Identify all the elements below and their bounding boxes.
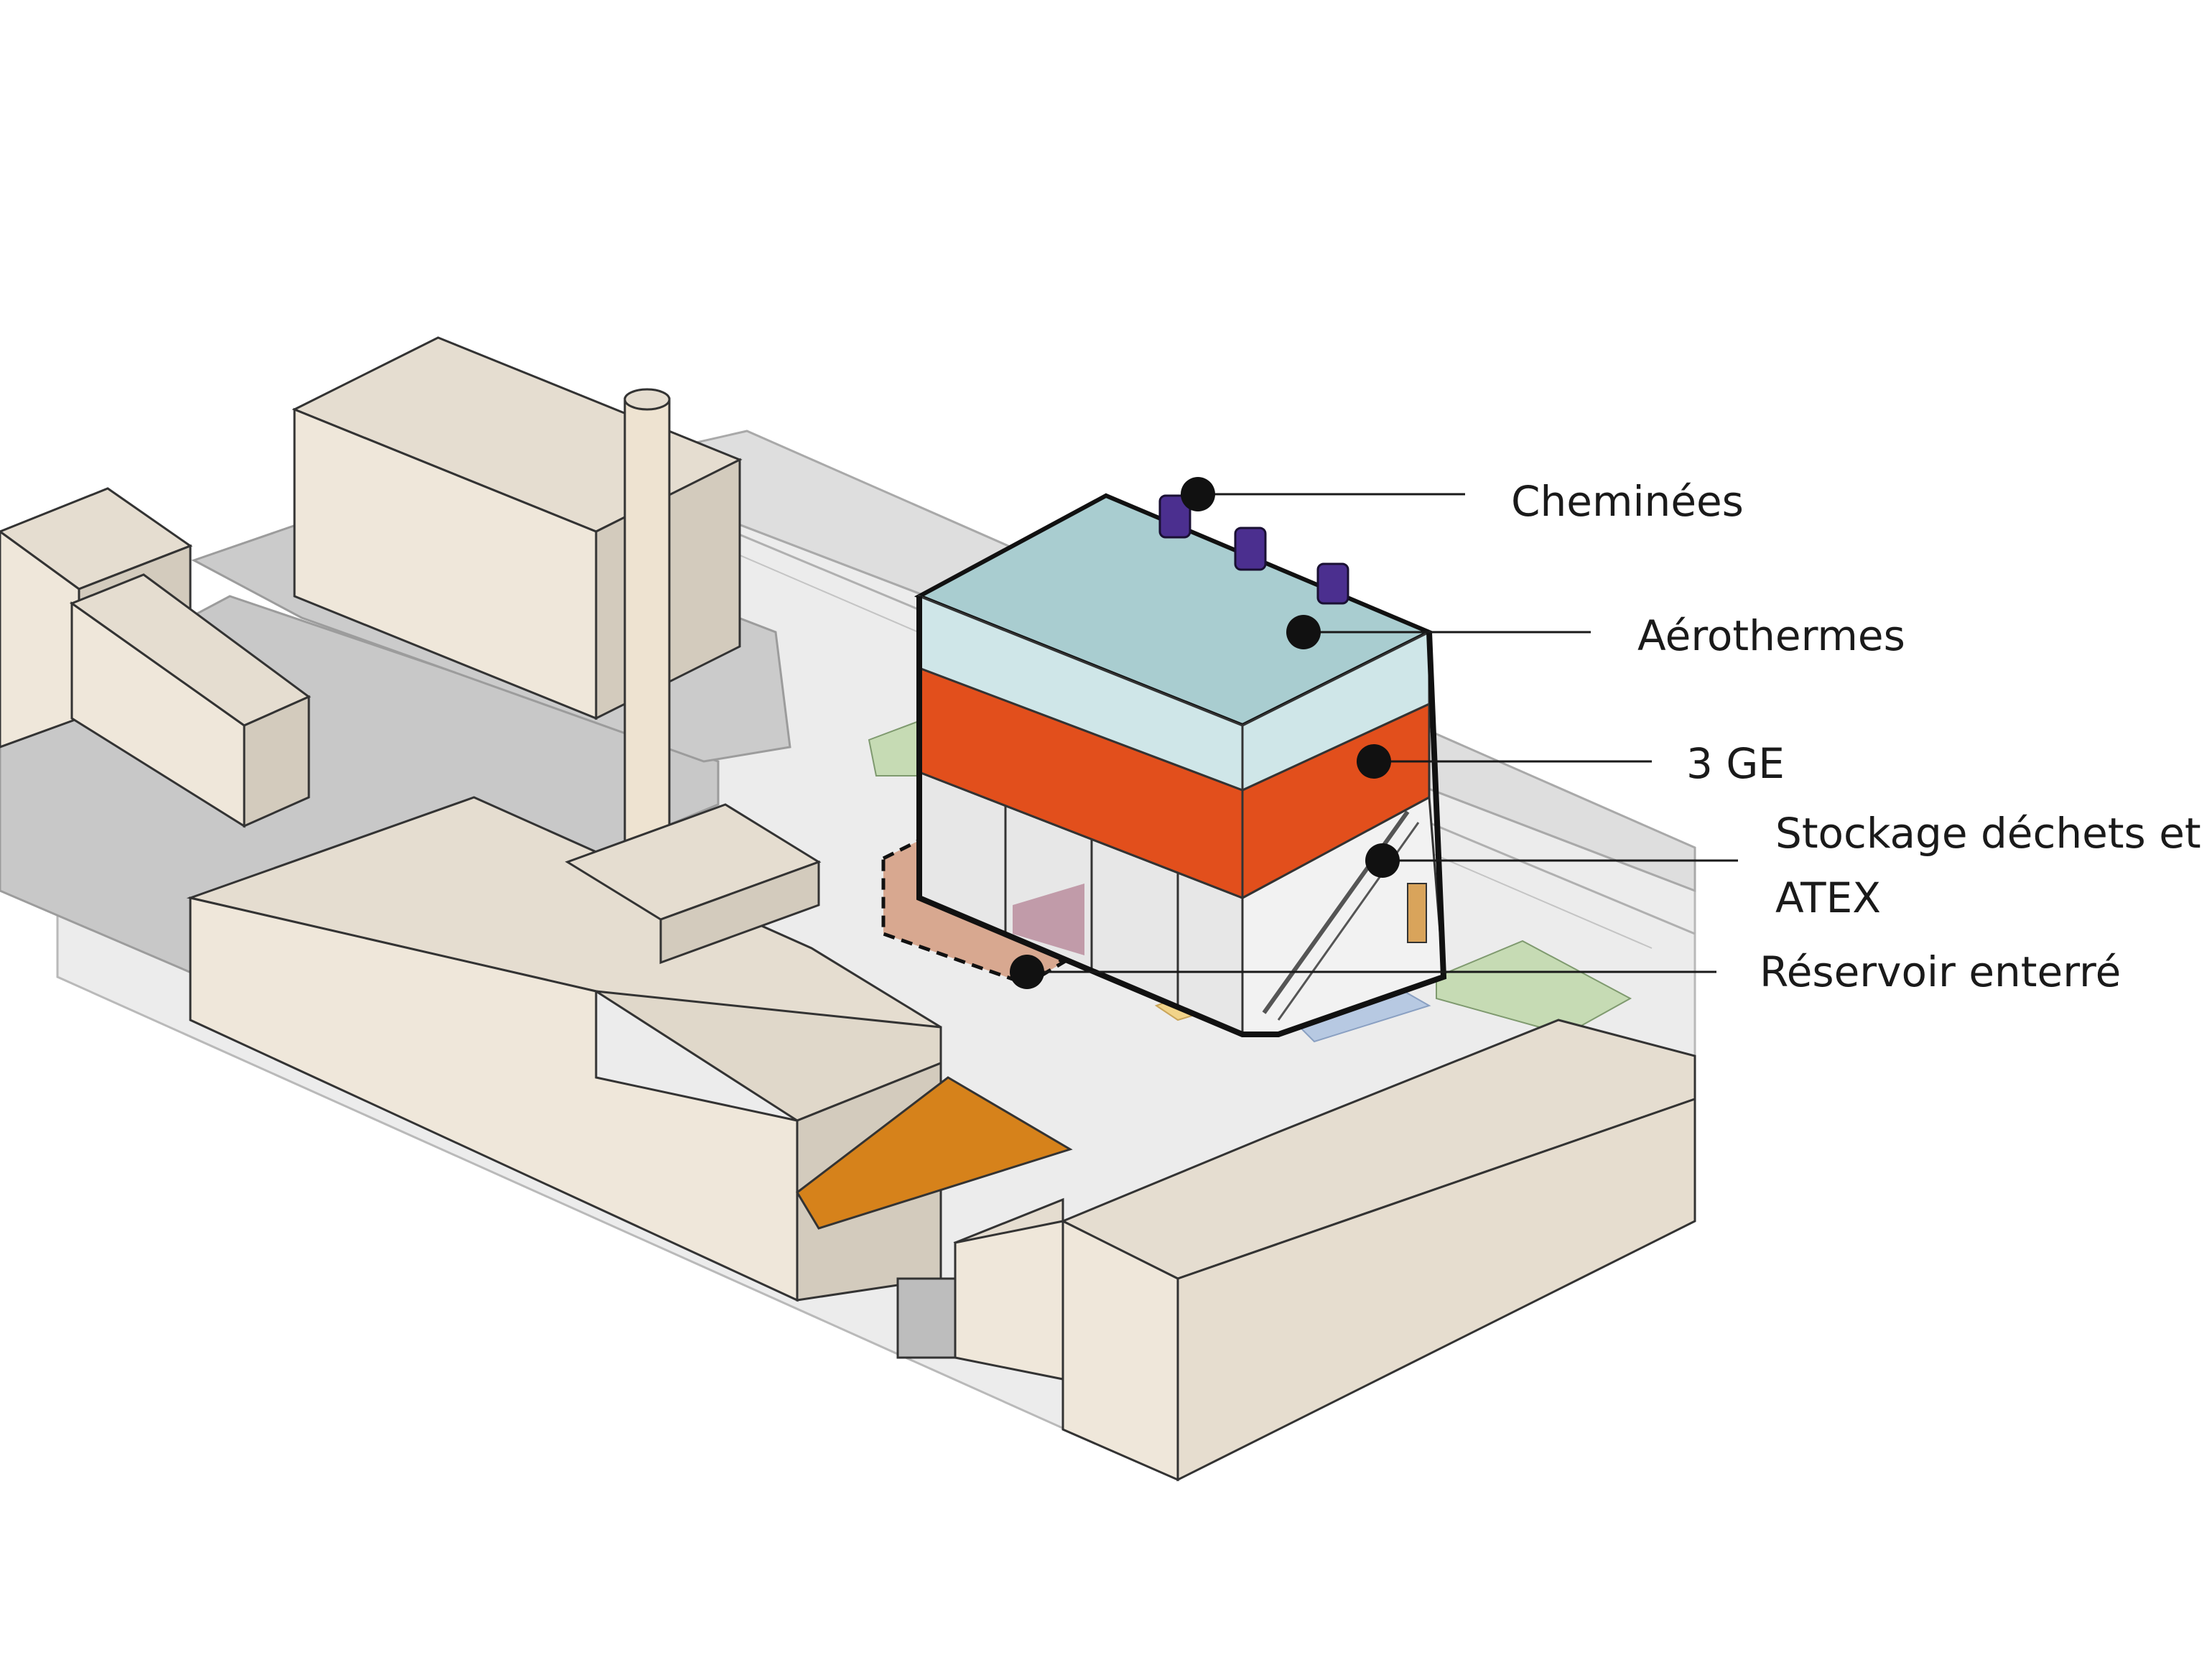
aerotherm-level-side: [1241, 630, 1431, 792]
marker-aerotherms: [1286, 615, 1321, 649]
side-door: [1407, 883, 1427, 943]
context-buildings: [0, 336, 1696, 1482]
right-building-low-front: [954, 1220, 1064, 1381]
label-storage-line2: ATEX: [1775, 873, 1881, 922]
marker-generators: [1357, 744, 1391, 779]
industrial-chimney: [623, 397, 671, 860]
chimney-stack: [1234, 527, 1267, 571]
label-aerotherms: Aérothermes: [1637, 611, 1905, 660]
building-outline: [916, 596, 1447, 1037]
green-patch: [1436, 940, 1632, 1036]
storage-interior: [1013, 884, 1084, 955]
industrial-chimney-cap: [623, 388, 671, 411]
chimney-stack: [1316, 562, 1349, 605]
label-storage-line1: Stockage déchets et: [1775, 809, 2201, 858]
label-generators: 3 GE: [1686, 739, 1785, 788]
label-tank: Réservoir enterré: [1760, 947, 2121, 996]
callouts: Cheminées Aérothermes 3 GE Stockage déch…: [1010, 477, 2201, 996]
annex-front: [659, 860, 820, 965]
chimney-stack: [1158, 494, 1191, 539]
orange-canopy: [796, 1076, 1073, 1230]
chimney-stacks: [1158, 494, 1349, 605]
marker-chimneys: [1181, 477, 1215, 511]
marker-tank: [1010, 955, 1044, 989]
building-left2-side: [243, 695, 310, 828]
right-building-side: [1176, 1097, 1696, 1482]
marker-storage: [1365, 843, 1400, 878]
label-chimneys: Cheminées: [1511, 477, 1744, 526]
grey-door-block: [896, 1277, 957, 1359]
